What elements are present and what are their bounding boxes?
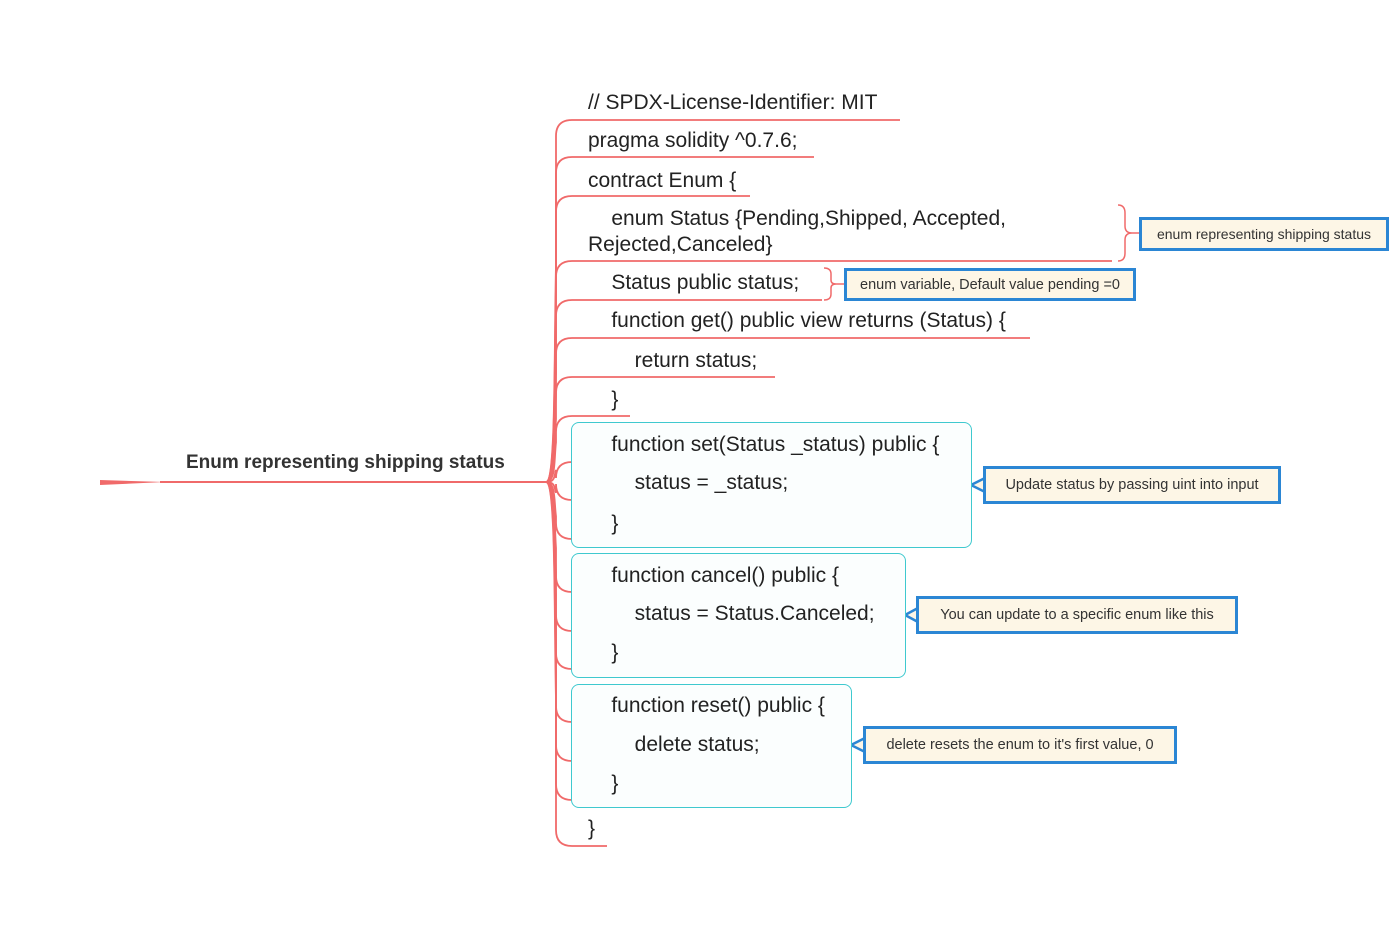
code-line-reset-close[interactable]: } xyxy=(588,772,619,795)
branch-line-7 xyxy=(545,415,630,483)
code-line-contract-open[interactable]: contract Enum { xyxy=(588,169,737,192)
branch-line-6 xyxy=(545,376,775,483)
callout-reset-function[interactable]: delete resets the enum to it's first val… xyxy=(863,726,1177,764)
branch-line-10 xyxy=(545,481,630,540)
brace-enum-declaration xyxy=(1117,204,1133,262)
code-line-get-function[interactable]: function get() public view returns (Stat… xyxy=(588,309,1006,332)
branch-line-8 xyxy=(545,461,965,483)
set-function-group xyxy=(571,422,972,548)
reset-function-group xyxy=(571,684,852,808)
callout-cancel-function[interactable]: You can update to a specific enum like t… xyxy=(916,596,1238,634)
code-line-pragma[interactable]: pragma solidity ^0.7.6; xyxy=(588,129,798,152)
branch-line-17 xyxy=(545,481,607,847)
root-taper xyxy=(100,480,165,485)
code-line-return-status[interactable]: return status; xyxy=(588,349,758,372)
code-line-cancel-function[interactable]: function cancel() public { xyxy=(588,564,839,587)
code-line-set-close[interactable]: } xyxy=(588,512,619,535)
code-line-get-close[interactable]: } xyxy=(588,388,619,411)
code-line-reset-function[interactable]: function reset() public { xyxy=(588,694,825,717)
code-line-set-function[interactable]: function set(Status _status) public { xyxy=(588,433,940,456)
callout-enum-status[interactable]: enum representing shipping status xyxy=(1139,217,1389,251)
code-line-cancel-assign[interactable]: status = Status.Canceled; xyxy=(588,602,875,625)
root-topic[interactable]: Enum representing shipping status xyxy=(186,452,505,473)
callout-set-function[interactable]: Update status by passing uint into input xyxy=(983,466,1281,504)
code-line-license[interactable]: // SPDX-License-Identifier: MIT xyxy=(588,91,878,114)
code-line-set-assign[interactable]: status = _status; xyxy=(588,471,789,494)
code-line-contract-close[interactable]: } xyxy=(588,817,596,840)
code-line-reset-delete[interactable]: delete status; xyxy=(588,733,760,756)
code-line-cancel-close[interactable]: } xyxy=(588,641,619,664)
code-line-status-variable[interactable]: Status public status; xyxy=(588,271,800,294)
cancel-function-group xyxy=(571,553,906,678)
callout-status-variable[interactable]: enum variable, Default value pending =0 xyxy=(844,268,1136,301)
branch-line-9 xyxy=(545,481,810,501)
code-line-enum-declaration[interactable]: enum Status {Pending,Shipped, Accepted, … xyxy=(588,207,1006,256)
brace-status-variable xyxy=(823,267,837,301)
